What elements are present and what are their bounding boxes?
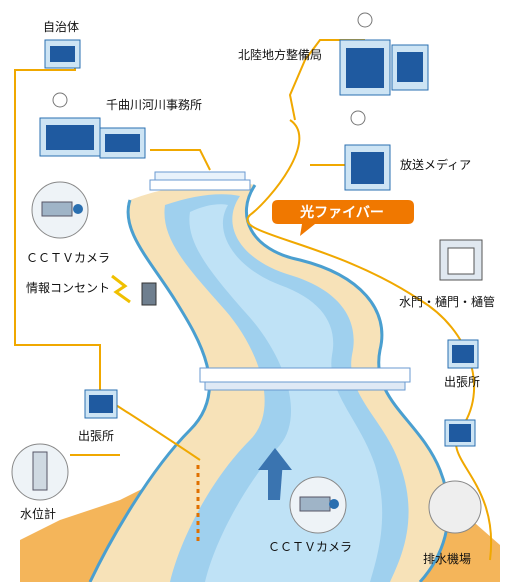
hokuriku-bureau-building — [339, 12, 429, 96]
label-drainage-pump-station: 排水機場 — [423, 552, 472, 566]
cctv-camera-lower-icon — [289, 476, 347, 534]
label-branch-office-right: 出張所 — [444, 375, 481, 389]
chikuma-office-building — [39, 92, 146, 159]
cctv-camera-upper-icon — [31, 181, 89, 239]
label-broadcast-media: 放送メディア — [400, 158, 472, 172]
branch-office-left-building — [84, 389, 118, 419]
water-level-gauge-icon — [11, 443, 69, 501]
label-branch-office-left: 出張所 — [78, 429, 115, 443]
flow-arrowhead-icon — [258, 448, 292, 470]
label-info-outlet: 情報コンセント — [26, 281, 111, 295]
branch-office-right-building — [447, 339, 479, 369]
label-cctv-camera-lower: ＣＣＴＶカメラ — [268, 540, 353, 554]
label-chikuma-office: 千曲川河川事務所 — [106, 98, 203, 112]
broadcast-media-building — [344, 110, 391, 191]
optical-fiber-banner — [272, 200, 414, 236]
label-municipality: 自治体 — [43, 20, 80, 34]
lower-bridge — [199, 367, 411, 391]
info-outlet-icon — [111, 274, 157, 306]
optical-fiber-label-container: 光ファイバー — [272, 198, 412, 224]
upper-bridge — [149, 171, 251, 191]
pump-station-building — [428, 419, 482, 534]
label-optical-fiber: 光ファイバー — [300, 205, 384, 221]
gate-structure — [439, 239, 483, 281]
label-hokuriku-bureau: 北陸地方整備局 — [238, 48, 323, 62]
municipality-building — [44, 39, 81, 69]
label-gates: 水門・樋門・樋管 — [399, 295, 496, 309]
label-water-level-gauge: 水位計 — [20, 507, 57, 521]
label-cctv-camera-upper: ＣＣＴＶカメラ — [26, 251, 111, 265]
